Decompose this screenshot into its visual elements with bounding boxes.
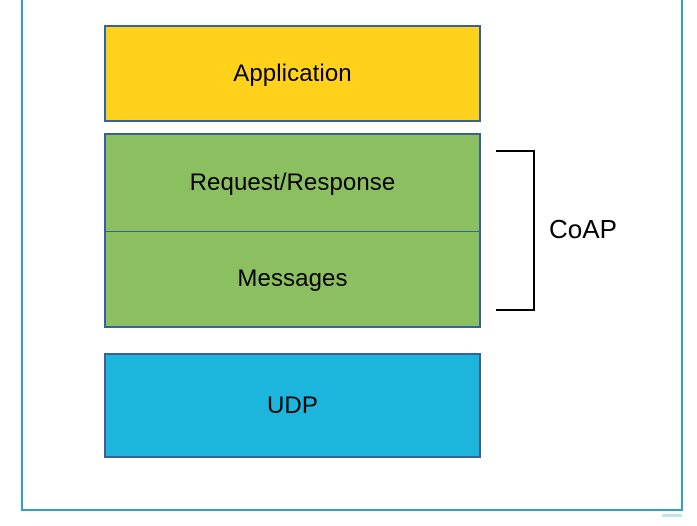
layer-box-messages[interactable]: Messages [104, 231, 481, 328]
layer-box-request-response[interactable]: Request/Response [104, 133, 481, 232]
coap-bracket-icon [496, 150, 535, 311]
layer-box-application[interactable]: Application [104, 25, 481, 122]
canvas-resize-handle[interactable] [662, 514, 682, 517]
layer-box-udp[interactable]: UDP [104, 353, 481, 458]
layer-label-application: Application [233, 59, 352, 87]
coap-group-label: CoAP [549, 214, 617, 244]
coap-group-annotation[interactable]: CoAP [496, 150, 656, 314]
layer-label-messages: Messages [237, 265, 348, 292]
layer-label-request-response: Request/Response [189, 169, 396, 196]
layer-label-udp: UDP [267, 391, 318, 419]
